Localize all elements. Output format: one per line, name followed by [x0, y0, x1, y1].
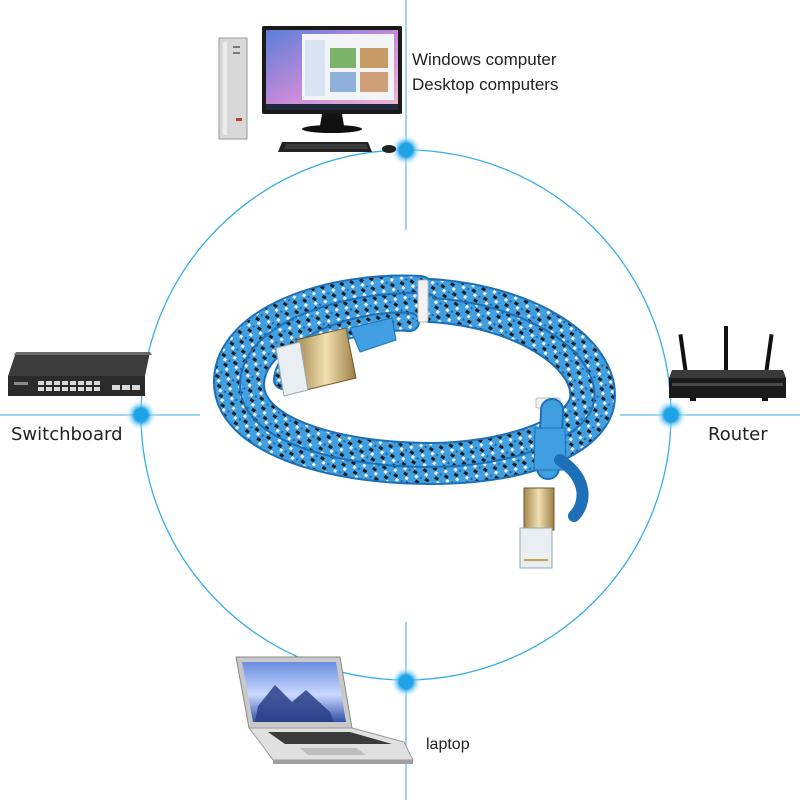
ethernet-cable-icon: [213, 274, 616, 569]
mouse-icon: [382, 145, 396, 153]
desktop-computer: [218, 26, 402, 153]
router-label: Router: [708, 424, 768, 445]
desktop-tower-icon: [218, 37, 248, 140]
node-left: [125, 399, 157, 431]
node-bottom: [390, 666, 422, 698]
monitor-icon: [262, 26, 402, 133]
network-switch-icon: [8, 352, 152, 396]
node-right: [655, 399, 687, 431]
laptop-icon: [235, 656, 414, 764]
keyboard-icon: [278, 142, 372, 152]
windows-computer-label: Windows computer: [412, 50, 557, 69]
laptop-label: laptop: [426, 736, 470, 753]
switchboard-label: Switchboard: [11, 424, 123, 445]
router-icon: [669, 326, 786, 401]
desktop-computers-label: Desktop computers: [412, 75, 559, 94]
node-top: [390, 134, 422, 166]
